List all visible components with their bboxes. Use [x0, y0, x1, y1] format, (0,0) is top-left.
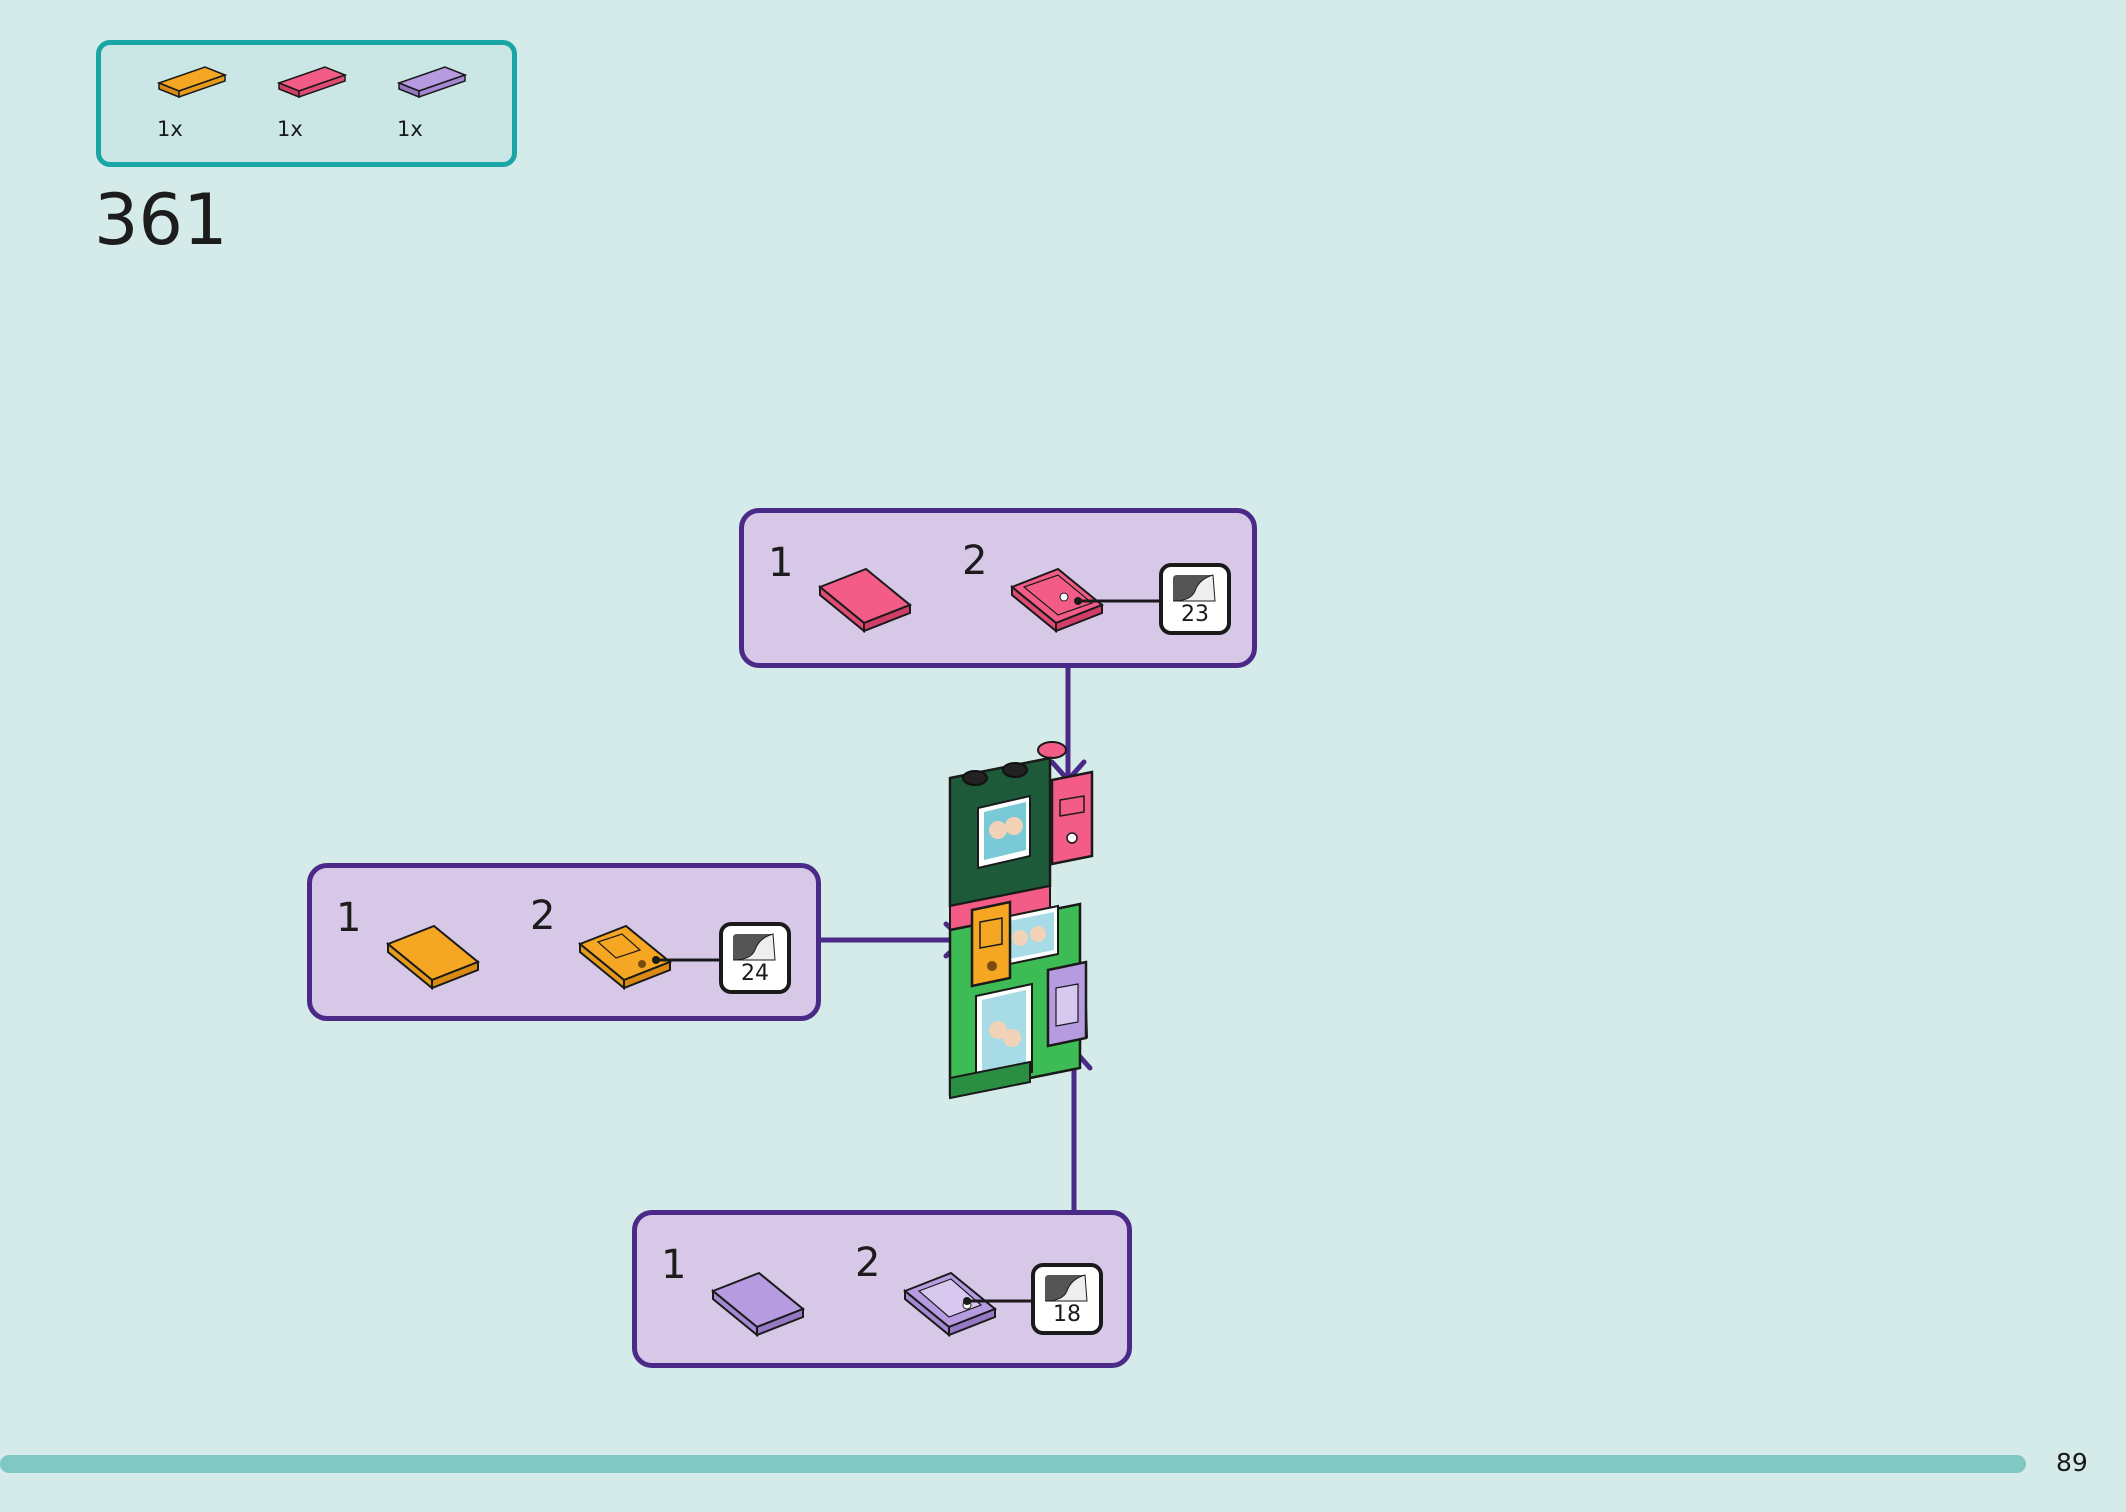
- substep-2-label: 2: [962, 538, 988, 584]
- part-tile-pink: [276, 66, 348, 99]
- part-qty-pink: 1x: [277, 117, 303, 141]
- footer-progress-bar: [0, 1455, 2026, 1473]
- assembled-model: [948, 741, 1094, 1100]
- sticker-sheet-icon: [1172, 574, 1216, 602]
- parts-list-box: 1x 1x 1x: [96, 40, 517, 167]
- sticker-callout-18: 18: [1031, 1263, 1103, 1335]
- page-number: 89: [2056, 1448, 2088, 1477]
- sticker-callout-23: 23: [1159, 563, 1231, 635]
- sticker-leader-line: [1074, 597, 1164, 605]
- substep-2-label: 2: [855, 1240, 881, 1286]
- sticker-number: 18: [1053, 1302, 1081, 1327]
- part-qty-orange: 1x: [157, 117, 183, 141]
- part-tile-lavender: [396, 66, 468, 99]
- tile-orange-with-sticker: [578, 924, 672, 991]
- sticker-number: 23: [1181, 602, 1209, 627]
- sticker-number: 24: [741, 961, 769, 986]
- substep-1-label: 1: [661, 1242, 687, 1288]
- step-number: 361: [94, 179, 228, 261]
- substep-1-label: 1: [336, 895, 362, 941]
- substep-box-pink: 1 2 23: [739, 508, 1257, 668]
- tile-pink-with-sticker: [1010, 567, 1104, 634]
- substep-2-label: 2: [530, 893, 556, 939]
- part-qty-lavender: 1x: [397, 117, 423, 141]
- sticker-sheet-icon: [732, 933, 776, 961]
- tile-lavender-with-sticker: [903, 1271, 997, 1338]
- sticker-callout-24: 24: [719, 922, 791, 994]
- sticker-sheet-icon: [1044, 1274, 1088, 1302]
- substep-box-orange: 1 2 24: [307, 863, 821, 1021]
- substep-1-label: 1: [768, 540, 794, 586]
- substep-box-lavender: 1 2 18: [632, 1210, 1132, 1368]
- tile-lavender: [711, 1271, 805, 1338]
- tile-pink: [818, 567, 912, 634]
- part-tile-orange: [156, 66, 228, 99]
- sticker-leader-line: [963, 1297, 1043, 1305]
- tile-orange: [386, 924, 480, 991]
